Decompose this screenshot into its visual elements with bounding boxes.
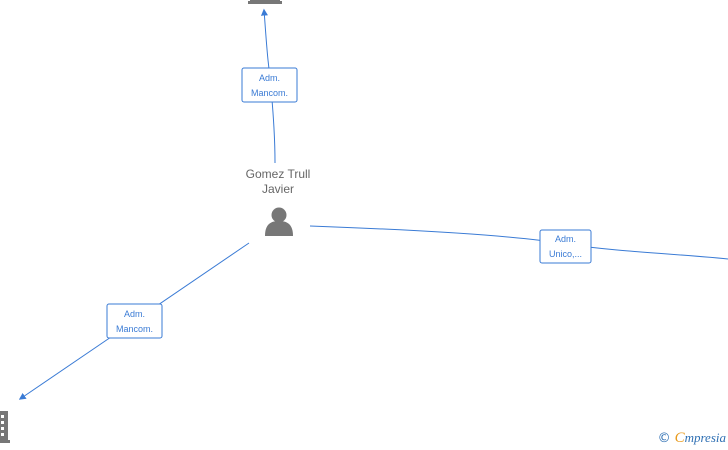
company-node-top[interactable]	[248, 0, 282, 4]
brand-initial: C	[674, 430, 685, 446]
person-name-line2: Javier	[262, 182, 294, 196]
building-icon	[0, 411, 10, 443]
person-node[interactable]: Gomez Trull Javier	[246, 167, 311, 236]
copyright-symbol: ©	[657, 431, 671, 446]
edge-label-right-line2: Unico,...	[549, 249, 582, 259]
edge-line-right	[309, 225, 728, 260]
building-icon	[248, 0, 282, 4]
edge-line-top	[260, 8, 276, 164]
edge-label-left-line1: Adm.	[124, 309, 145, 319]
edge-label-top-line1: Adm.	[259, 73, 280, 83]
edge-label-right-line1: Adm.	[555, 234, 576, 244]
edge-label-top-line2: Mancom.	[251, 88, 288, 98]
edge-label-left[interactable]: Adm. Mancom.	[106, 303, 163, 339]
company-node-left[interactable]	[0, 411, 10, 443]
brand-name: mpresia	[684, 430, 726, 445]
edge-label-left-line2: Mancom.	[116, 324, 153, 334]
edge-label-right[interactable]: Adm. Unico,...	[539, 229, 592, 264]
edge-label-top[interactable]: Adm. Mancom.	[241, 67, 298, 103]
empresia-watermark: ©Cmpresia	[658, 430, 726, 447]
person-icon	[265, 207, 293, 236]
person-name-line1: Gomez Trull	[246, 167, 311, 181]
